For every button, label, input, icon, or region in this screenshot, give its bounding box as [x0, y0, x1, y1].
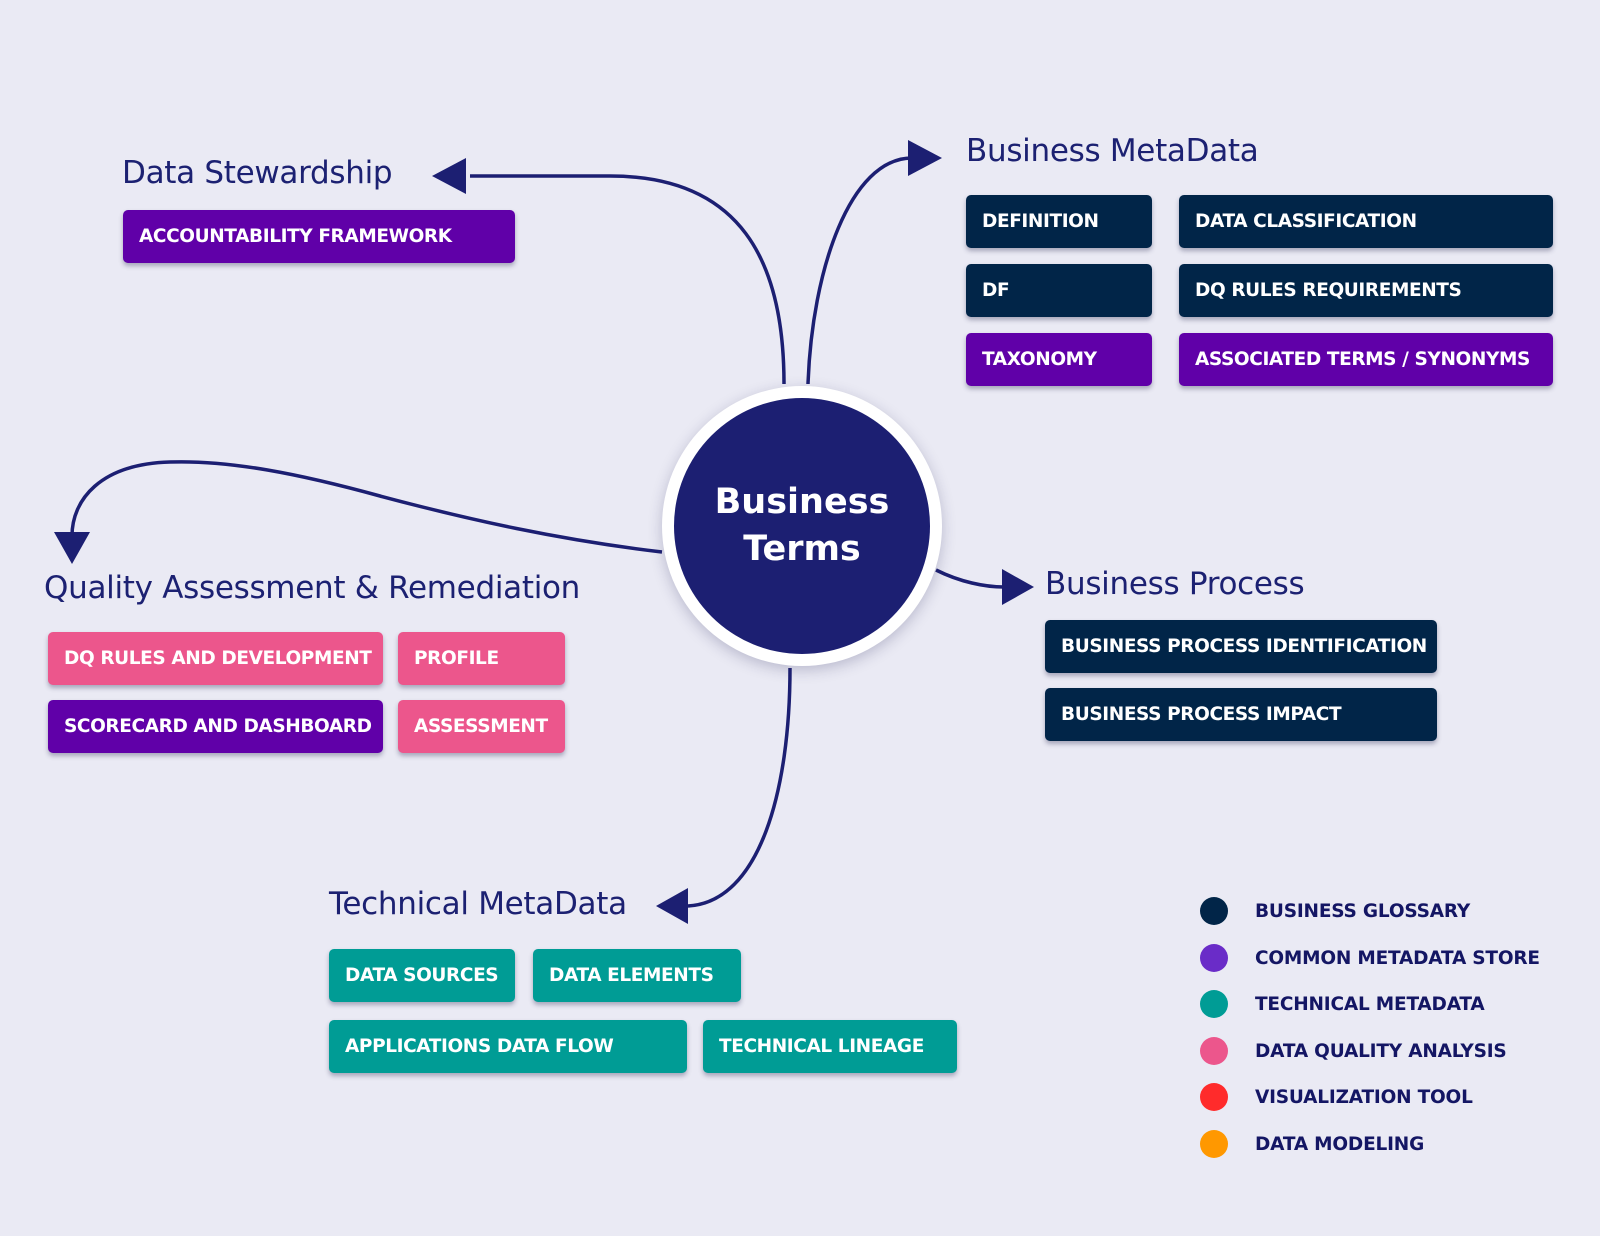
legend-item-technical-metadata: TECHNICAL METADATA: [1200, 990, 1485, 1018]
legend-label: VISUALIZATION TOOL: [1255, 1086, 1473, 1108]
tag-df[interactable]: DF: [966, 264, 1152, 317]
tag-dq-rules-and-development[interactable]: DQ RULES AND DEVELOPMENT: [48, 632, 383, 685]
legend-label: COMMON METADATA STORE: [1255, 947, 1540, 969]
tag-business-process-identification[interactable]: BUSINESS PROCESS IDENTIFICATION: [1045, 620, 1437, 673]
tag-taxonomy[interactable]: TAXONOMY: [966, 333, 1152, 386]
connector-technical-metadata: [687, 667, 792, 908]
center-node-title-line2: Terms: [743, 529, 861, 569]
legend-item-visualization-tool: VISUALIZATION TOOL: [1200, 1083, 1473, 1111]
legend-label: DATA MODELING: [1255, 1133, 1425, 1155]
legend-dot-icon: [1200, 897, 1228, 925]
section-title-quality-assessment: Quality Assessment & Remediation: [44, 570, 581, 606]
legend-label: TECHNICAL METADATA: [1255, 993, 1485, 1015]
arrowhead-quality-assessment: [54, 532, 90, 564]
legend-item-common-metadata-store: COMMON METADATA STORE: [1200, 944, 1540, 972]
arrowhead-technical-metadata: [656, 888, 688, 924]
tag-dq-rules-requirements[interactable]: DQ RULES REQUIREMENTS: [1179, 264, 1553, 317]
tag-definition[interactable]: DEFINITION: [966, 195, 1152, 248]
legend-dot-icon: [1200, 1130, 1228, 1158]
center-node-title-line1: Business: [714, 482, 890, 522]
tag-scorecard-and-dashboard[interactable]: SCORECARD AND DASHBOARD: [48, 700, 383, 753]
tag-data-sources[interactable]: DATA SOURCES: [329, 949, 515, 1002]
tag-data-classification[interactable]: DATA CLASSIFICATION: [1179, 195, 1553, 248]
connector-quality-assessment: [70, 460, 663, 554]
connector-data-stewardship: [470, 174, 786, 385]
arrowhead-business-process: [1002, 569, 1034, 605]
legend-dot-icon: [1200, 1037, 1228, 1065]
legend-item-data-modeling: DATA MODELING: [1200, 1130, 1424, 1158]
section-title-technical-metadata: Technical MetaData: [329, 886, 627, 922]
tag-profile[interactable]: PROFILE: [398, 632, 565, 685]
section-title-business-metadata: Business MetaData: [966, 133, 1259, 169]
connector-business-process: [935, 568, 1005, 589]
arrowhead-business-metadata: [908, 140, 942, 176]
legend-dot-icon: [1200, 944, 1228, 972]
tag-assessment[interactable]: ASSESSMENT: [398, 700, 565, 753]
section-title-data-stewardship: Data Stewardship: [122, 155, 393, 191]
legend-dot-icon: [1200, 1083, 1228, 1111]
center-node[interactable]: Business Terms: [662, 386, 942, 666]
tag-applications-data-flow[interactable]: APPLICATIONS DATA FLOW: [329, 1020, 687, 1073]
legend-label: BUSINESS GLOSSARY: [1255, 900, 1471, 922]
tag-technical-lineage[interactable]: TECHNICAL LINEAGE: [703, 1020, 957, 1073]
tag-associated-terms-synonyms[interactable]: ASSOCIATED TERMS / SYNONYMS: [1179, 333, 1553, 386]
legend-dot-icon: [1200, 990, 1228, 1018]
tag-accountability-framework[interactable]: ACCOUNTABILITY FRAMEWORK: [123, 210, 515, 263]
legend-item-business-glossary: BUSINESS GLOSSARY: [1200, 897, 1470, 925]
section-title-business-process: Business Process: [1045, 566, 1305, 602]
connector-business-metadata: [806, 156, 913, 385]
tag-business-process-impact[interactable]: BUSINESS PROCESS IMPACT: [1045, 688, 1437, 741]
legend-item-data-quality-analysis: DATA QUALITY ANALYSIS: [1200, 1037, 1507, 1065]
center-node-core: Business Terms: [674, 398, 930, 654]
arrowhead-data-stewardship: [432, 158, 466, 194]
legend-label: DATA QUALITY ANALYSIS: [1255, 1040, 1507, 1062]
tag-data-elements[interactable]: DATA ELEMENTS: [533, 949, 741, 1002]
